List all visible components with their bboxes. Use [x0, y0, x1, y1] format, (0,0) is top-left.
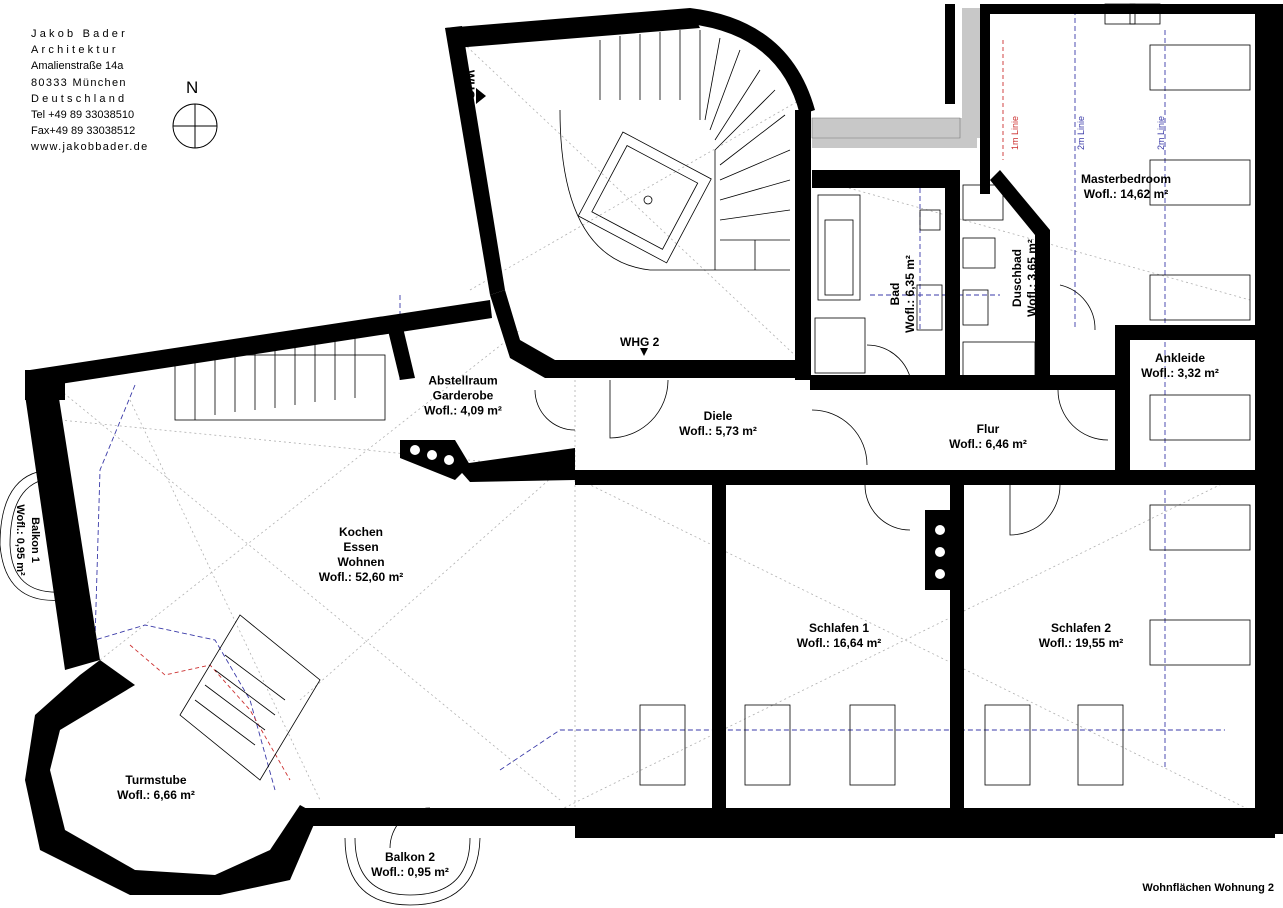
room-schlafen2-name: Schlafen 2	[1050, 621, 1112, 635]
room-balkon1: Balkon 1 Wofl.: 0,95 m²	[12, 504, 42, 575]
room-schlafen2: Schlafen 2 Wofl.: 19,55 m²	[1039, 621, 1123, 651]
room-flur-name: Flur	[976, 422, 1000, 436]
room-duschbad: Duschbad Wofl.: 3,65 m²	[1010, 239, 1040, 317]
room-balkon2-name: Balkon 2	[384, 850, 436, 864]
room-abstellraum: Abstellraum Garderobe Wofl.: 4,09 m²	[424, 374, 502, 419]
office-name: Jakob Bader	[31, 28, 128, 40]
room-bad: Bad Wofl.: 6,35 m²	[888, 255, 918, 333]
room-masterbedroom-name: Masterbedroom	[1080, 172, 1172, 186]
entrance-label-whg1: WHG 1	[463, 70, 477, 110]
room-masterbedroom-area: Wofl.: 14,62 m²	[1083, 187, 1169, 201]
office-street: Amalienstraße 14a	[31, 60, 124, 73]
office-city: 80333 München	[31, 76, 127, 89]
door-swings	[389, 284, 1109, 849]
room-flur-area: Wofl.: 6,46 m²	[949, 437, 1027, 451]
room-turmstube: Turmstube Wofl.: 6,66 m²	[117, 773, 195, 803]
one-meter-line-label: 1m Linie	[1010, 115, 1020, 150]
room-schlafen2-area: Wofl.: 19,55 m²	[1038, 636, 1124, 650]
room-masterbedroom: Masterbedroom Wofl.: 14,62 m²	[1081, 172, 1171, 202]
room-schlafen1-area: Wofl.: 16,64 m²	[796, 636, 882, 650]
room-ankleide-area: Wofl.: 3,32 m²	[1141, 366, 1219, 380]
office-address: Jakob Bader Architektur Amalienstraße 14…	[31, 26, 149, 156]
two-meter-line-label-b: 2m Linie	[1156, 115, 1166, 150]
room-duschbad-name: Duschbad	[1010, 248, 1024, 308]
turm-stair	[179, 614, 321, 781]
office-type: Architektur	[31, 44, 119, 57]
spiral-stair	[559, 30, 791, 271]
room-diele-area: Wofl.: 5,73 m²	[679, 424, 757, 438]
two-meter-line-label-a: 2m Linie	[1076, 115, 1086, 150]
office-web: www.jakobbader.de	[31, 141, 149, 154]
room-bad-name: Bad	[888, 282, 902, 306]
balconies	[0, 469, 481, 906]
room-kochen: Kochen Essen Wohnen Wofl.: 52,60 m²	[319, 525, 403, 585]
roof-edge-hatch	[811, 8, 980, 148]
room-abstellraum-line2: Garderobe	[432, 388, 494, 403]
room-balkon2-area: Wofl.: 0,95 m²	[371, 865, 449, 879]
chimney-flues	[410, 445, 945, 579]
kitchen-stair	[174, 335, 386, 421]
roof-construction-lines	[59, 39, 1251, 811]
one-meter-lines	[129, 40, 1004, 781]
bath-fixtures	[814, 184, 1036, 383]
office-tel: Tel +49 89 33038510	[31, 109, 135, 122]
north-arrow-icon	[172, 103, 218, 149]
room-balkon1-name: Balkon 1	[29, 517, 41, 563]
office-fax: Fax+49 89 33038512	[31, 125, 136, 138]
room-kochen-line3: Wohnen	[337, 555, 385, 569]
room-diele: Diele Wofl.: 5,73 m²	[679, 409, 757, 439]
office-country: Deutschland	[31, 92, 128, 105]
room-turmstube-area: Wofl.: 6,66 m²	[117, 788, 195, 802]
room-bad-area: Wofl.: 6,35 m²	[903, 255, 917, 333]
room-schlafen1: Schlafen 1 Wofl.: 16,64 m²	[797, 621, 881, 651]
room-flur: Flur Wofl.: 6,46 m²	[949, 422, 1027, 452]
room-schlafen1-name: Schlafen 1	[808, 621, 870, 635]
room-ankleide-name: Ankleide	[1154, 351, 1206, 365]
room-abstellraum-area: Wofl.: 4,09 m²	[424, 403, 502, 418]
walls	[25, 4, 1283, 895]
two-meter-lines	[94, 10, 1225, 791]
room-kochen-line1: Kochen	[338, 525, 383, 539]
room-duschbad-area: Wofl.: 3,65 m²	[1025, 239, 1039, 317]
room-ankleide: Ankleide Wofl.: 3,32 m²	[1141, 351, 1219, 381]
skylights	[639, 3, 1251, 786]
entrance-arrows	[476, 88, 648, 356]
room-balkon1-area: Wofl.: 0,95 m²	[14, 504, 26, 576]
room-balkon2: Balkon 2 Wofl.: 0,95 m²	[371, 850, 449, 880]
plan-caption: Wohnflächen Wohnung 2	[1142, 882, 1274, 894]
room-turmstube-name: Turmstube	[125, 773, 187, 787]
room-abstellraum-line1: Abstellraum	[428, 373, 498, 388]
room-kochen-line2: Essen	[343, 540, 379, 554]
north-label: N	[186, 78, 199, 97]
room-kochen-area: Wofl.: 52,60 m²	[318, 570, 404, 584]
room-diele-name: Diele	[703, 409, 733, 423]
entrance-label-whg2: WHG 2	[620, 335, 660, 349]
